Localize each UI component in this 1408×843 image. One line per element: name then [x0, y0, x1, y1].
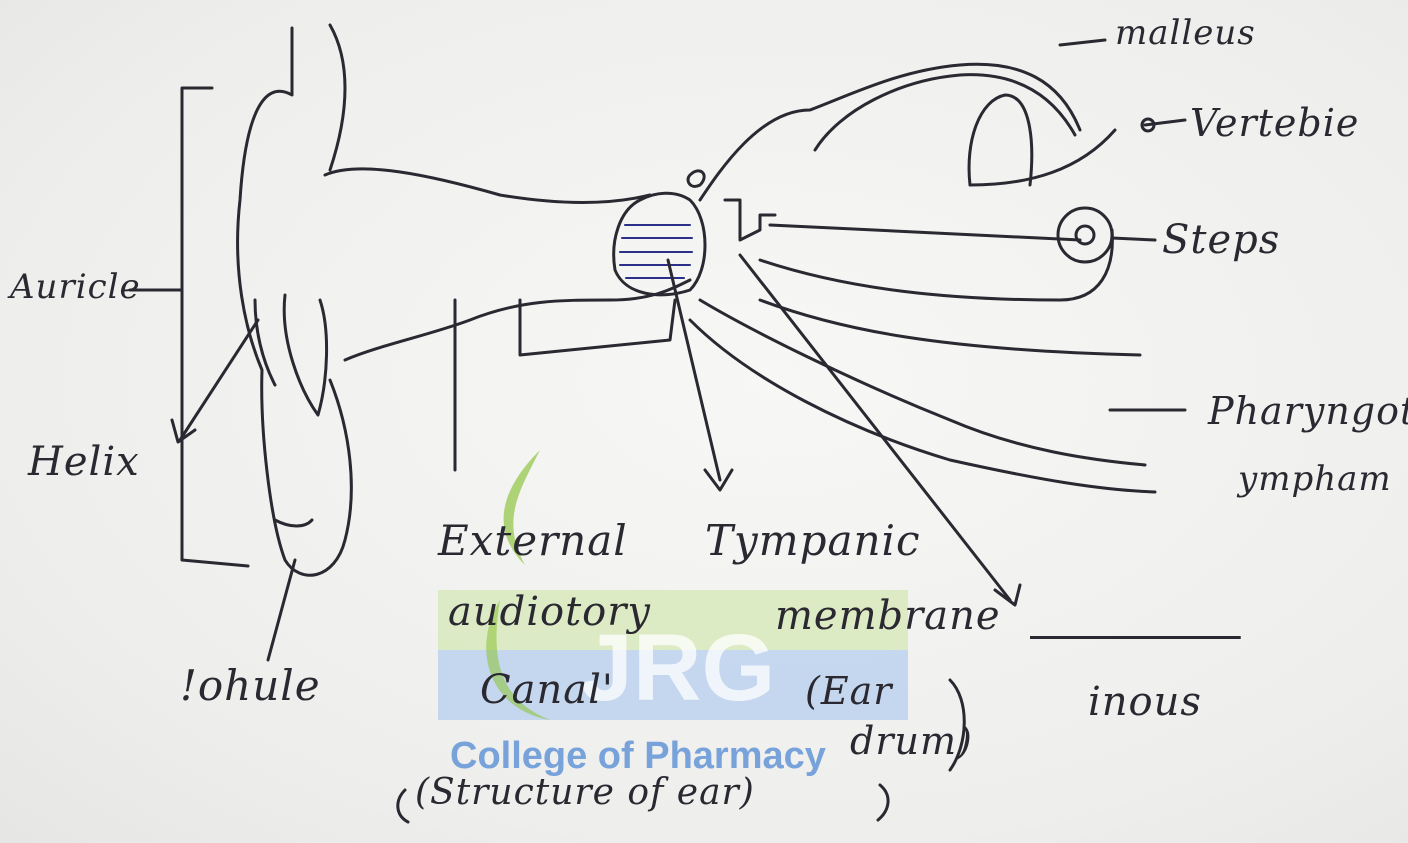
label-pharyngotympanic-line2: ympham [1238, 462, 1392, 496]
label-caption: (Structure of ear) [415, 775, 755, 811]
pharyngotympanic-tube-lower [690, 320, 1155, 492]
stapes-bone [725, 200, 775, 240]
stapes-label-leader [1112, 238, 1155, 240]
malleus-bone [815, 75, 1075, 150]
caption-bracket-right [878, 785, 888, 820]
incus-bone [969, 95, 1032, 185]
label-vertebrae: Vertebie [1190, 104, 1359, 142]
small-mark [688, 171, 704, 187]
label-tympanic-line4: drum) [850, 722, 973, 760]
label-auricle: Auricle [10, 270, 141, 304]
ear-rim [255, 300, 275, 385]
label-helix: Helix [28, 442, 140, 482]
cochlea-circle [1058, 208, 1112, 262]
label-stapes: Steps [1162, 220, 1280, 260]
label-tympanic-line1: Tympanic [705, 520, 921, 562]
label-external-line3: Canal' [480, 670, 614, 710]
label-external-line2: audiotory [448, 592, 651, 632]
label-lobule: !ohule [180, 665, 321, 707]
ear-helix-inner [330, 25, 345, 170]
tympanic-arrow [668, 260, 732, 490]
label-pharyngotympanic-line1: Pharyngot [1208, 392, 1408, 430]
label-malleus: malleus [1115, 16, 1256, 50]
canal-base [520, 300, 675, 355]
ear-fold [284, 295, 326, 415]
lobule-leader [268, 560, 295, 660]
pharyngotympanic-tube-upper [700, 300, 1145, 465]
label-incus: inous [1088, 682, 1202, 722]
malleus-leader [1060, 40, 1105, 45]
inner-tube-line [760, 300, 1140, 355]
label-tympanic-line2: membrane [775, 596, 1001, 636]
label-tympanic-line3: (Ear [805, 672, 892, 710]
lobule-curve [275, 520, 312, 526]
canal-upper [325, 169, 650, 203]
vertebrae-line [970, 130, 1115, 185]
stapes-leader [770, 225, 1080, 240]
label-crossed-word [1030, 622, 1241, 652]
label-external-line1: External [438, 520, 628, 562]
helix-arrow [172, 320, 258, 442]
auricle-bracket [182, 88, 248, 566]
caption-bracket-left [398, 790, 408, 822]
